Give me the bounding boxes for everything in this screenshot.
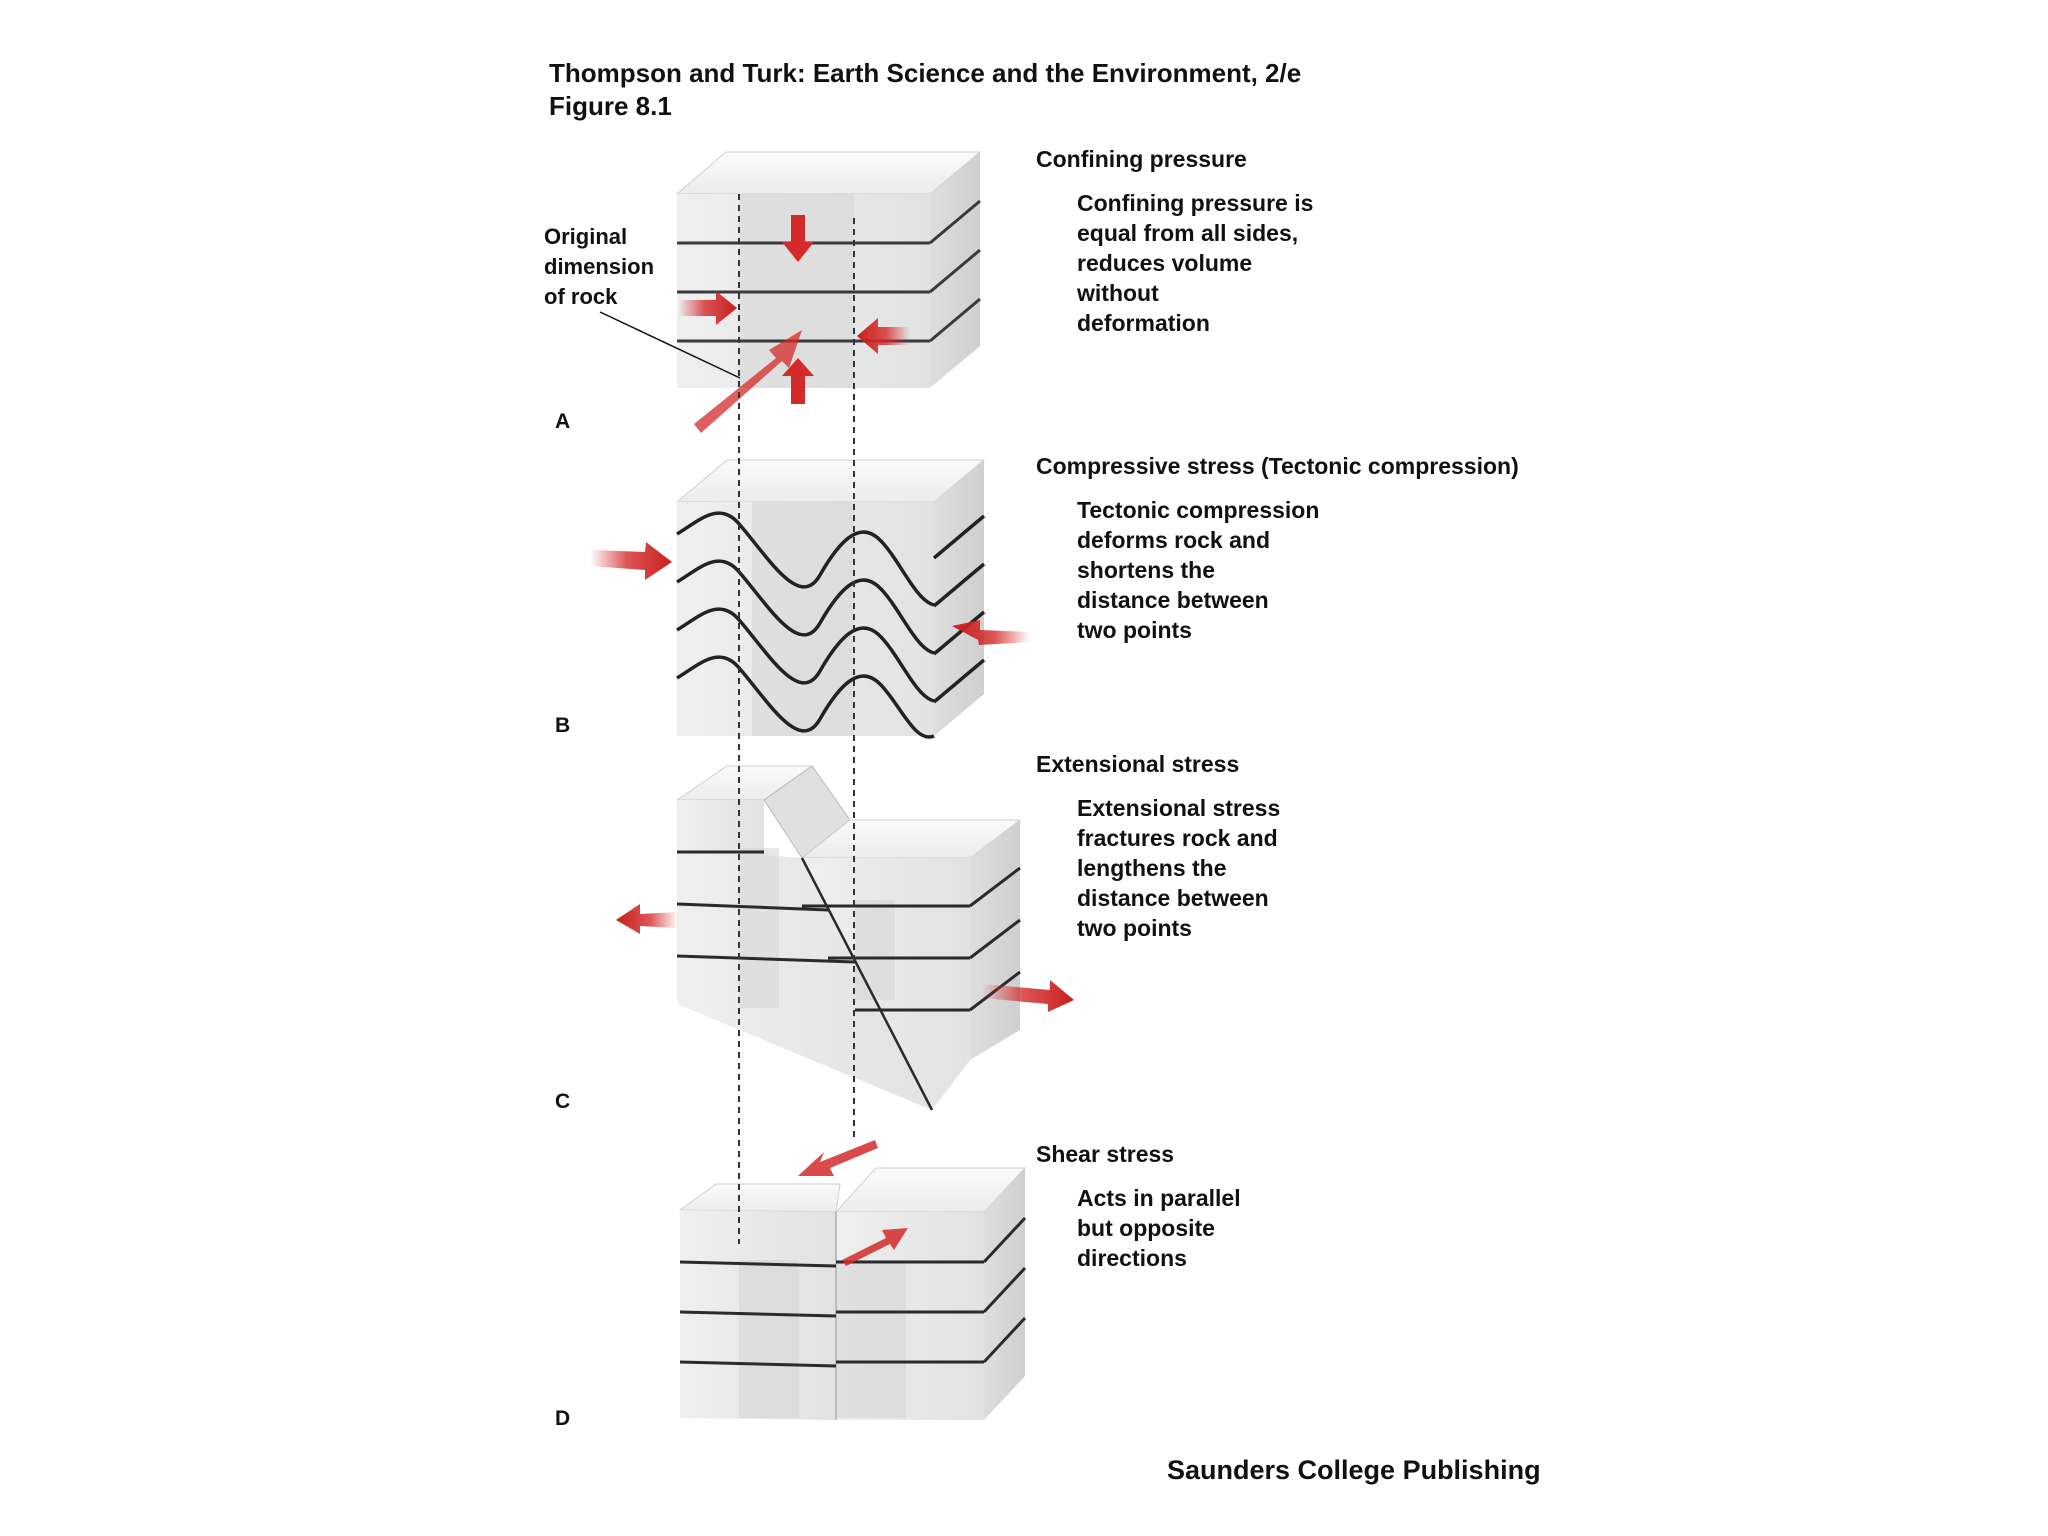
panel-c-description: Extensional stress fractures rock and le…	[1077, 795, 1281, 941]
arrow-down-left	[798, 1140, 878, 1176]
original-dimension-label: Original dimension of rock	[544, 224, 655, 309]
arrows-confining	[678, 215, 910, 433]
block-b	[675, 459, 986, 739]
panel-label-c: C	[555, 1090, 571, 1113]
publisher-credit: Saunders College Publishing	[1167, 1455, 1541, 1485]
panel-d-title: Shear stress	[1036, 1141, 1175, 1167]
arrow-right	[678, 291, 737, 325]
arrows-shear	[798, 1140, 908, 1266]
panel-a-title: Confining pressure	[1036, 146, 1247, 172]
panel-b-title: Compressive stress (Tectonic compression…	[1036, 453, 1519, 479]
arrow-right	[982, 980, 1074, 1012]
arrows-extension	[616, 904, 1074, 1012]
arrow-diagonal	[694, 330, 802, 433]
block-d	[678, 1167, 1027, 1420]
panel-d-description: Acts in parallel but opposite directions	[1077, 1185, 1241, 1271]
panel-a-description: Confining pressure is equal from all sid…	[1077, 190, 1314, 336]
arrow-right	[590, 542, 672, 580]
panel-label-a: A	[555, 410, 571, 433]
panel-b-description: Tectonic compression deforms rock and sh…	[1077, 497, 1320, 643]
arrow-up	[782, 358, 814, 404]
panel-label-b: B	[555, 714, 571, 737]
panel-c-title: Extensional stress	[1036, 751, 1240, 777]
arrows-compression	[590, 542, 1030, 645]
panel-label-d: D	[555, 1407, 571, 1430]
figure-source-title: Thompson and Turk: Earth Science and the…	[549, 58, 1302, 88]
figure-number: Figure 8.1	[549, 91, 672, 121]
arrow-left	[952, 620, 1030, 645]
reference-dashed-lines	[738, 194, 855, 1244]
block-a	[675, 151, 982, 388]
arrow-up-right	[842, 1228, 908, 1266]
arrow-left	[857, 318, 910, 354]
pointer-line	[599, 311, 741, 379]
block-c	[675, 765, 1022, 1111]
arrow-down	[782, 215, 814, 262]
arrow-left	[616, 904, 678, 934]
